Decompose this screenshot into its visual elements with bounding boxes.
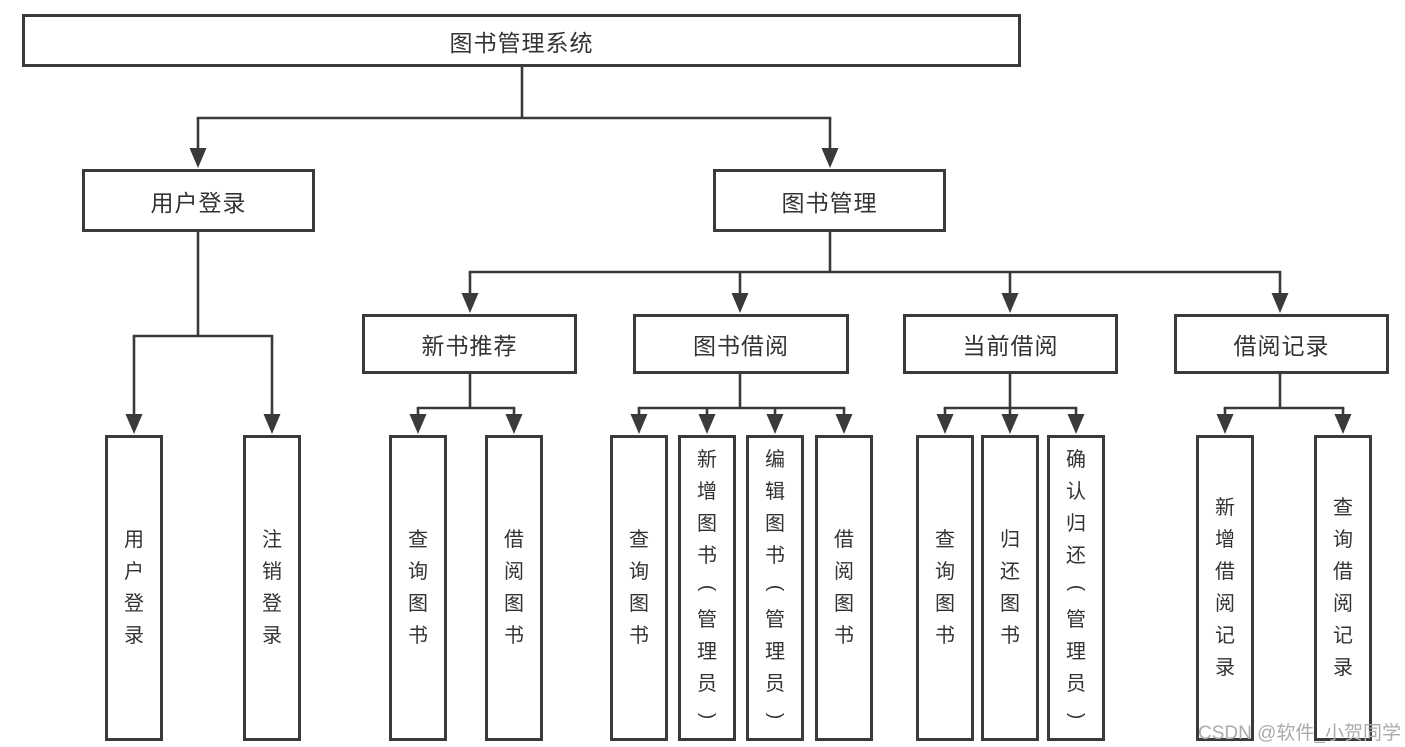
arrow-head-icon	[1271, 293, 1289, 313]
leaf-logout-label: 注销登录	[262, 529, 282, 647]
leaf-query-books-borrow-label: 查询图书	[629, 529, 649, 647]
leaf-user-login: 用户登录	[105, 435, 163, 741]
leaf-borrow-books: 借阅图书	[815, 435, 873, 741]
leaf-confirm-return-admin: 确认归还(管理员)	[1047, 435, 1105, 741]
leaf-query-books-recommend-label: 查询图书	[408, 529, 428, 647]
node-root: 图书管理系统	[22, 14, 1021, 67]
arrow-head-icon	[630, 414, 648, 434]
node-user-login-label: 用户登录	[150, 189, 247, 216]
leaf-borrow-books-label: 借阅图书	[834, 529, 854, 647]
arrow-head-icon	[1334, 414, 1352, 434]
leaf-user-login-label: 用户登录	[124, 529, 144, 647]
arrow-head-icon	[461, 293, 479, 313]
node-current-borrow: 当前借阅	[903, 314, 1118, 374]
node-user-login: 用户登录	[82, 169, 315, 232]
leaf-edit-books-admin-label: 编辑图书(管理员)	[764, 449, 786, 720]
leaf-add-books-admin-label: 新增图书(管理员)	[696, 449, 718, 720]
arrow-head-icon	[263, 414, 281, 434]
node-borrow-records-label: 借阅记录	[1233, 333, 1330, 359]
leaf-return-books: 归还图书	[981, 435, 1039, 741]
leaf-return-books-label: 归还图书	[1000, 529, 1020, 647]
arrow-head-icon	[821, 148, 839, 168]
leaf-add-borrow-record: 新增借阅记录	[1196, 435, 1254, 741]
node-root-label: 图书管理系统	[449, 29, 594, 56]
leaf-borrow-books-recommend: 借阅图书	[485, 435, 543, 741]
arrow-head-icon	[698, 414, 716, 434]
leaf-query-books-recommend: 查询图书	[389, 435, 447, 741]
leaf-edit-books-admin: 编辑图书(管理员)	[746, 435, 804, 741]
leaf-add-borrow-record-label: 新增借阅记录	[1215, 497, 1235, 679]
node-borrow-records: 借阅记录	[1174, 314, 1389, 374]
arrow-head-icon	[936, 414, 954, 434]
node-new-book-recommend-label: 新书推荐	[421, 333, 518, 359]
node-book-borrow: 图书借阅	[633, 314, 849, 374]
leaf-logout: 注销登录	[243, 435, 301, 741]
arrow-head-icon	[731, 293, 749, 313]
node-book-management: 图书管理	[713, 169, 946, 232]
csdn-watermark: CSDN @软件_小贺同学	[1198, 723, 1401, 744]
node-new-book-recommend: 新书推荐	[362, 314, 577, 374]
leaf-query-books-current: 查询图书	[916, 435, 974, 741]
arrow-head-icon	[1001, 293, 1019, 313]
node-book-borrow-label: 图书借阅	[693, 333, 789, 359]
arrow-head-icon	[505, 414, 523, 434]
leaf-query-borrow-record-label: 查询借阅记录	[1333, 497, 1353, 679]
arrow-head-icon	[766, 414, 784, 434]
node-book-management-label: 图书管理	[781, 189, 878, 216]
leaf-confirm-return-admin-label: 确认归还(管理员)	[1065, 449, 1087, 720]
arrow-head-icon	[409, 414, 427, 434]
arrow-head-icon	[125, 414, 143, 434]
arrow-head-icon	[189, 148, 207, 168]
leaf-query-books-borrow: 查询图书	[610, 435, 668, 741]
leaf-query-borrow-record: 查询借阅记录	[1314, 435, 1372, 741]
arrow-head-icon	[1216, 414, 1234, 434]
arrow-head-icon	[835, 414, 853, 434]
arrow-head-icon	[1001, 414, 1019, 434]
leaf-query-books-current-label: 查询图书	[935, 529, 955, 647]
leaf-borrow-books-recommend-label: 借阅图书	[504, 529, 524, 647]
leaf-add-books-admin: 新增图书(管理员)	[678, 435, 736, 741]
arrow-head-icon	[1067, 414, 1085, 434]
node-current-borrow-label: 当前借阅	[962, 333, 1059, 359]
